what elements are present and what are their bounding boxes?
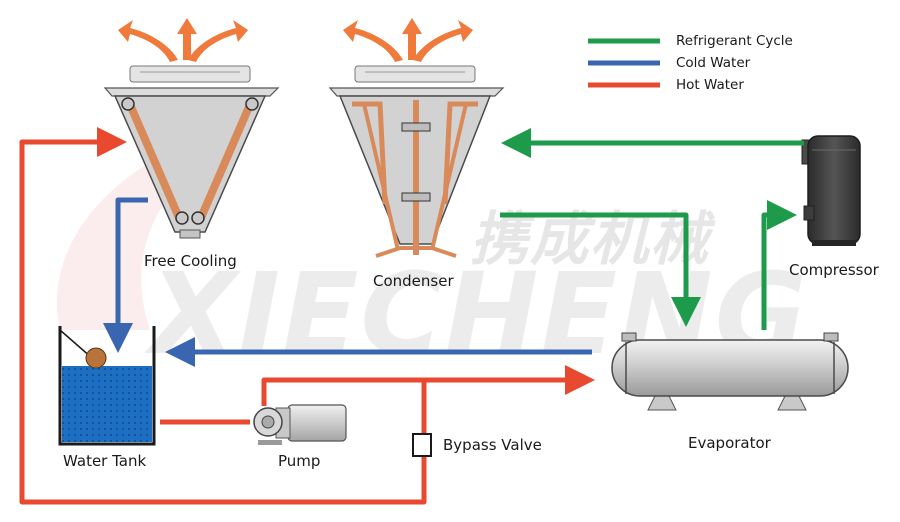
water-tank xyxy=(58,326,156,446)
free-cooling-unit xyxy=(103,65,280,239)
hot-water-loop-return xyxy=(19,127,427,505)
free-cooling-label: Free Cooling xyxy=(144,252,237,270)
water-tank-label: Water Tank xyxy=(63,452,147,470)
bypass-valve-icon xyxy=(412,433,432,457)
refrigerant-condenser-to-evaporator xyxy=(500,212,701,327)
refrigerant-evaporator-to-compressor xyxy=(761,200,797,330)
compressor-label: Compressor xyxy=(789,261,879,279)
legend-label-cold-water: Cold Water xyxy=(676,55,751,71)
hot-water-pump-to-evaporator xyxy=(261,365,595,406)
bypass-valve-label: Bypass Valve xyxy=(443,436,542,454)
evaporator-label: Evaporator xyxy=(688,434,771,452)
compressor-unit xyxy=(801,135,861,246)
evaporator-unit xyxy=(611,332,849,411)
air-flow-icon-left xyxy=(118,18,248,62)
air-flow-icon-right xyxy=(343,18,473,62)
condenser-label: Condenser xyxy=(373,272,454,290)
pump-label: Pump xyxy=(278,452,321,470)
cold-water-free-cooling-to-tank xyxy=(103,197,148,353)
pump-unit xyxy=(253,404,347,445)
legend-label-refrigerant: Refrigerant Cycle xyxy=(676,33,793,49)
condenser-unit xyxy=(328,65,505,258)
legend-label-hot-water: Hot Water xyxy=(676,77,744,93)
